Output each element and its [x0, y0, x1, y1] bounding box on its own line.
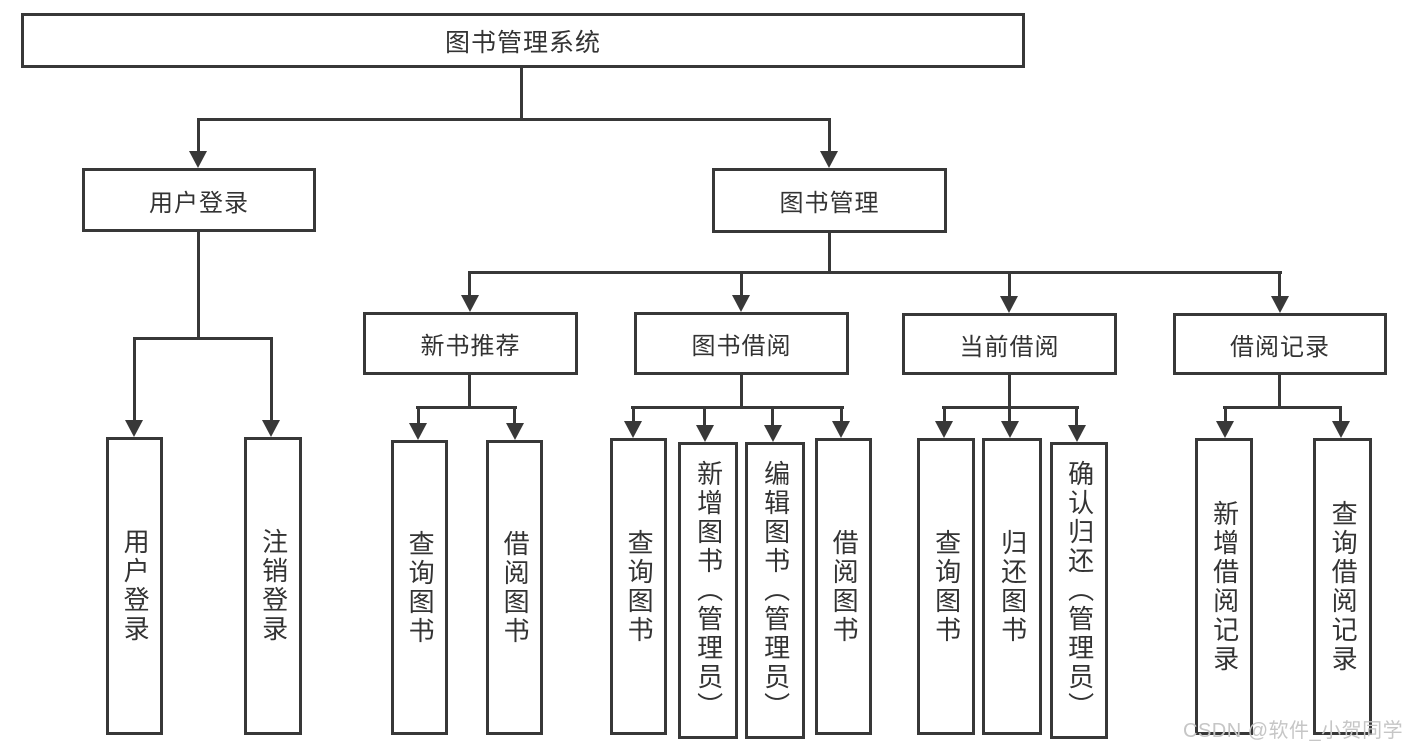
- node-leaf-bb-edit-book: 编辑图书（管理员）: [745, 442, 805, 739]
- arrow-down-icon: [935, 421, 953, 438]
- connector-line: [197, 118, 831, 121]
- node-label: 查询图书: [624, 528, 655, 645]
- node-leaf-bb-query-book: 查询图书: [610, 438, 667, 735]
- connector-line: [703, 406, 706, 426]
- connector-line: [197, 232, 200, 339]
- node-label: 新增图书（管理员）: [693, 460, 724, 721]
- arrow-down-icon: [1216, 421, 1234, 438]
- node-label: 归还图书: [997, 528, 1028, 645]
- connector-line: [270, 337, 273, 423]
- arrow-down-icon: [461, 295, 479, 312]
- arrow-down-icon: [1271, 296, 1289, 313]
- connector-line: [1008, 271, 1011, 297]
- node-leaf-logout: 注销登录: [244, 437, 302, 735]
- connector-line: [1008, 406, 1011, 423]
- connector-line: [1278, 375, 1281, 408]
- connector-line: [133, 337, 273, 340]
- node-leaf-nbr-borrow-book: 借阅图书: [486, 440, 543, 735]
- node-root: 图书管理系统: [21, 13, 1025, 68]
- connector-line: [417, 406, 420, 425]
- node-label: 注销登录: [258, 528, 289, 644]
- node-book-mgmt-group: 图书管理: [712, 168, 947, 233]
- connector-line: [740, 375, 743, 408]
- node-book-borrow: 图书借阅: [634, 312, 849, 375]
- node-label: 新增借阅记录: [1209, 499, 1240, 674]
- node-label: 借阅图书: [500, 529, 531, 646]
- node-label: 确认归还（管理员）: [1064, 460, 1095, 721]
- connector-line: [1278, 271, 1281, 297]
- node-leaf-nbr-query-book: 查询图书: [391, 440, 448, 735]
- node-label: 图书管理: [779, 190, 880, 217]
- arrow-down-icon: [624, 421, 642, 438]
- node-label: 编辑图书（管理员）: [760, 460, 791, 721]
- node-label: 查询图书: [931, 528, 962, 645]
- connector-line: [1339, 406, 1342, 423]
- node-label: 图书管理系统: [444, 28, 601, 57]
- connector-line: [740, 271, 743, 297]
- node-leaf-user-login: 用户登录: [106, 437, 163, 735]
- connector-line: [468, 271, 471, 297]
- node-label: 借阅图书: [829, 528, 860, 645]
- arrow-down-icon: [189, 151, 207, 168]
- arrow-down-icon: [409, 423, 427, 440]
- node-user-login-group: 用户登录: [82, 168, 316, 232]
- connector-line: [840, 406, 843, 423]
- connector-line: [520, 68, 523, 120]
- node-current-borrow: 当前借阅: [902, 313, 1117, 375]
- node-label: 查询借阅记录: [1328, 499, 1359, 674]
- connector-line: [468, 271, 1282, 274]
- arrow-down-icon: [262, 420, 280, 437]
- node-label: 用户登录: [120, 528, 151, 644]
- node-new-book-recommend: 新书推荐: [363, 312, 578, 375]
- connector-line: [632, 406, 635, 423]
- node-label: 图书借阅: [691, 333, 792, 360]
- arrow-down-icon: [732, 295, 750, 312]
- arrow-down-icon: [820, 151, 838, 168]
- node-leaf-br-query-record: 查询借阅记录: [1313, 438, 1372, 735]
- arrow-down-icon: [1332, 421, 1350, 438]
- arrow-down-icon: [1068, 425, 1086, 442]
- connector-line: [513, 406, 516, 425]
- connector-line: [1224, 406, 1227, 423]
- connector-line: [1008, 375, 1011, 408]
- arrow-down-icon: [1000, 296, 1018, 313]
- node-label: 用户登录: [149, 189, 249, 217]
- node-leaf-bb-add-book: 新增图书（管理员）: [678, 442, 738, 739]
- node-label: 新书推荐: [420, 333, 521, 360]
- arrow-down-icon: [696, 425, 714, 442]
- connector-line: [468, 375, 471, 408]
- csdn-watermark: CSDN @软件_小贺同学: [1183, 720, 1404, 742]
- node-borrow-records: 借阅记录: [1173, 313, 1387, 375]
- arrow-down-icon: [506, 423, 524, 440]
- connector-line: [828, 118, 831, 154]
- connector-line: [133, 337, 136, 423]
- connector-line: [771, 406, 774, 426]
- node-leaf-cb-query-book: 查询图书: [917, 438, 975, 735]
- connector-line: [943, 406, 946, 423]
- node-leaf-bb-borrow-book: 借阅图书: [815, 438, 872, 735]
- node-leaf-cb-confirm: 确认归还（管理员）: [1050, 442, 1108, 739]
- arrow-down-icon: [764, 425, 782, 442]
- connector-line: [1223, 406, 1342, 409]
- node-label: 借阅记录: [1230, 333, 1330, 361]
- connector-line: [1075, 406, 1078, 426]
- arrow-down-icon: [832, 421, 850, 438]
- arrow-down-icon: [125, 420, 143, 437]
- connector-line: [631, 406, 844, 409]
- connector-line: [416, 406, 517, 409]
- node-label: 当前借阅: [959, 333, 1060, 361]
- node-leaf-cb-return-book: 归还图书: [982, 438, 1042, 735]
- connector-line: [828, 233, 831, 273]
- connector-line: [197, 118, 200, 154]
- arrow-down-icon: [1001, 421, 1019, 438]
- node-label: 查询图书: [405, 529, 436, 646]
- node-leaf-br-add-record: 新增借阅记录: [1195, 438, 1253, 735]
